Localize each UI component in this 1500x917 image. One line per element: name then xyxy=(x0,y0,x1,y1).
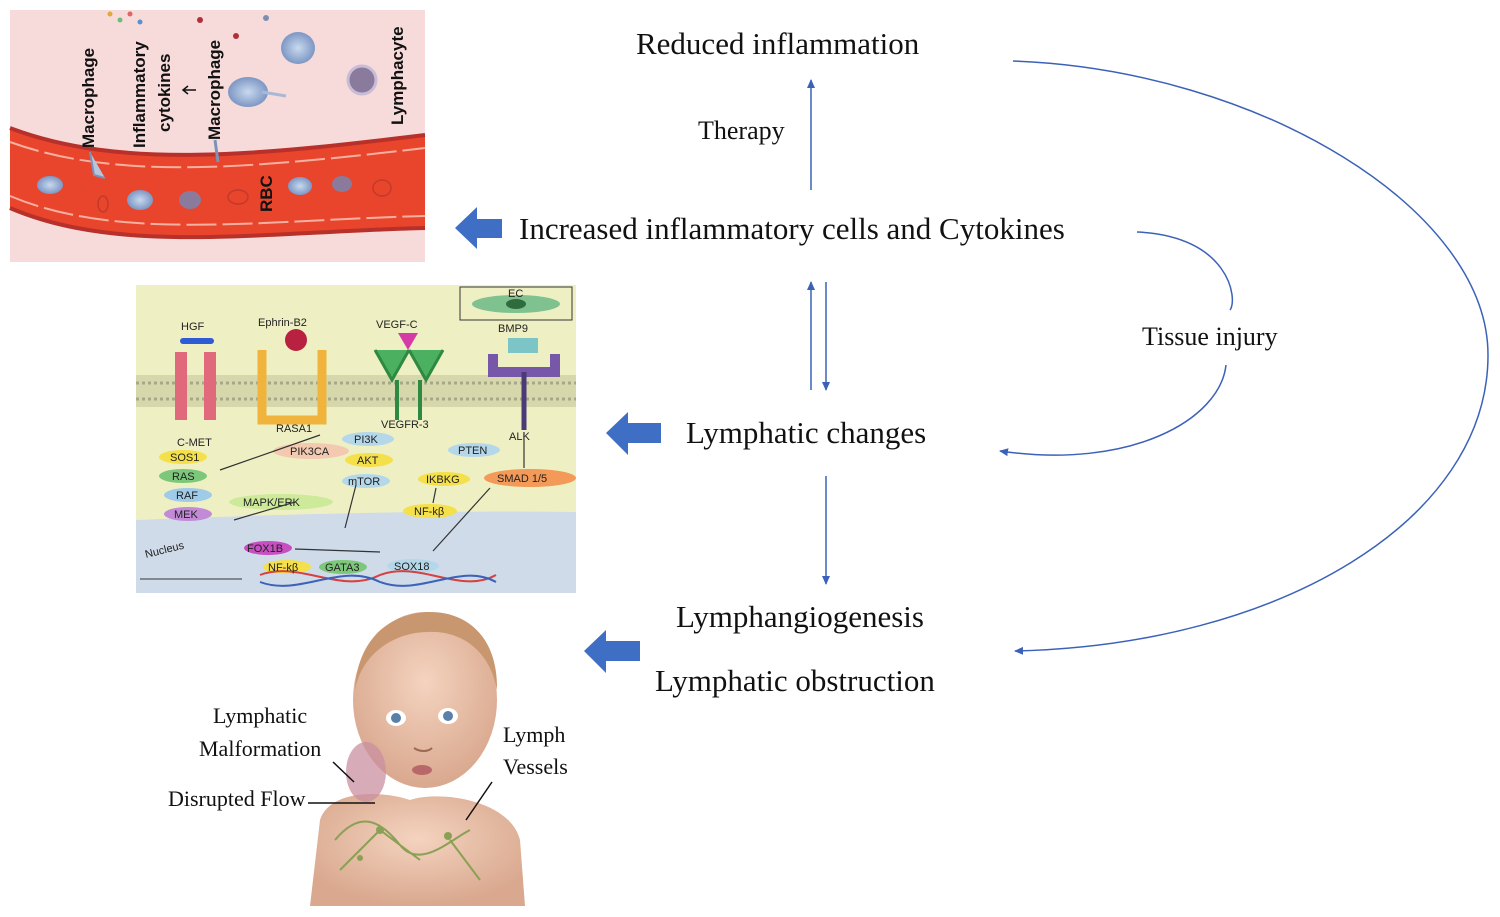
reduced-inflammation-label: Reduced inflammation xyxy=(636,26,920,61)
lymphangiogenesis-label: Lymphangiogenesis xyxy=(676,599,924,634)
pathway-panel-pointer-arrow xyxy=(606,412,661,455)
pathway-label-pik3ca: PIK3CA xyxy=(290,446,330,458)
tissue-injury-label: Tissue injury xyxy=(1142,322,1278,351)
pathway-label-bmp9: BMP9 xyxy=(498,323,528,335)
pathway-label-pten: PTEN xyxy=(458,445,487,457)
pathway-label-smad: SMAD 1/5 xyxy=(497,473,547,485)
pathway-label-ikbkg: IKBKG xyxy=(426,474,460,486)
infant-illustration: Lymphatic Malformation Disrupted Flow Ly… xyxy=(168,612,568,906)
lymphacyte-label: Lymphacyte xyxy=(388,26,407,125)
rbc-label: RBC xyxy=(257,175,276,212)
baby-panel-pointer-arrow xyxy=(584,630,640,673)
lymphatic-changes-label: Lymphatic changes xyxy=(686,415,927,450)
pathway-label-pi3k: PI3K xyxy=(354,434,379,446)
lymph-label: Lymph xyxy=(503,722,565,747)
vessel-panel-pointer-arrow xyxy=(455,207,502,249)
tissue-injury-curve xyxy=(1000,231,1234,455)
lymphatic-label: Lymphatic xyxy=(213,703,307,728)
pathway-label-c-met: C-MET xyxy=(177,437,212,449)
pathway-label-raf: RAF xyxy=(176,490,198,502)
pathway-label-hgf: HGF xyxy=(181,321,205,333)
pathway-label-mapk-erk: MAPK/ERK xyxy=(243,497,301,509)
cytokines-label: cytokines xyxy=(155,54,174,132)
pathway-label-rasa1: RASA1 xyxy=(276,423,312,435)
pathway-label-akt: AKT xyxy=(357,455,379,467)
pathway-label-nfkb-1: NF-kβ xyxy=(414,506,444,518)
vessels-label: Vessels xyxy=(503,754,568,779)
pathway-label-nfkb-2: NF-kβ xyxy=(268,562,298,574)
pathway-label-ras: RAS xyxy=(172,471,195,483)
pathway-label-ec: EC xyxy=(508,288,523,300)
lymphatic-obstruction-label: Lymphatic obstruction xyxy=(655,663,935,698)
macrophage-label-1: Macrophage xyxy=(79,48,98,148)
pathway-label-fox1b: FOX1B xyxy=(247,543,283,555)
increased-inflammatory-label: Increased inflammatory cells and Cytokin… xyxy=(519,211,1065,246)
pathway-label-mek: MEK xyxy=(174,509,199,521)
pathway-label-sox18: SOX18 xyxy=(394,561,429,573)
inflammatory-label: Inflammatory xyxy=(130,41,149,148)
blood-vessel-illustration: Macrophage Inflammatory cytokines Macrop… xyxy=(9,10,426,262)
pathway-label-alk: ALK xyxy=(509,431,530,443)
pathway-label-sos1: SOS1 xyxy=(170,452,199,464)
pathway-label-vegf-c: VEGF-C xyxy=(376,319,418,331)
pathway-label-vegfr-3: VEGFR-3 xyxy=(381,419,429,431)
pathway-label-ephrin-b2: Ephrin-B2 xyxy=(258,317,307,329)
malformation-label: Malformation xyxy=(199,736,321,761)
outer-feedback-curve xyxy=(1012,60,1489,655)
pathway-label-gata3: GATA3 xyxy=(325,562,359,574)
cytokine-release-arrow xyxy=(181,85,196,95)
signaling-pathway-illustration: EC HGF Ephrin-B2 VEGF-C BMP9 C-MET RASA1… xyxy=(136,285,576,593)
therapy-label: Therapy xyxy=(698,116,785,145)
pathway-label-mtor: mTOR xyxy=(348,476,380,488)
disrupted-flow-label: Disrupted Flow xyxy=(168,786,306,811)
macrophage-label-2: Macrophage xyxy=(205,40,224,140)
